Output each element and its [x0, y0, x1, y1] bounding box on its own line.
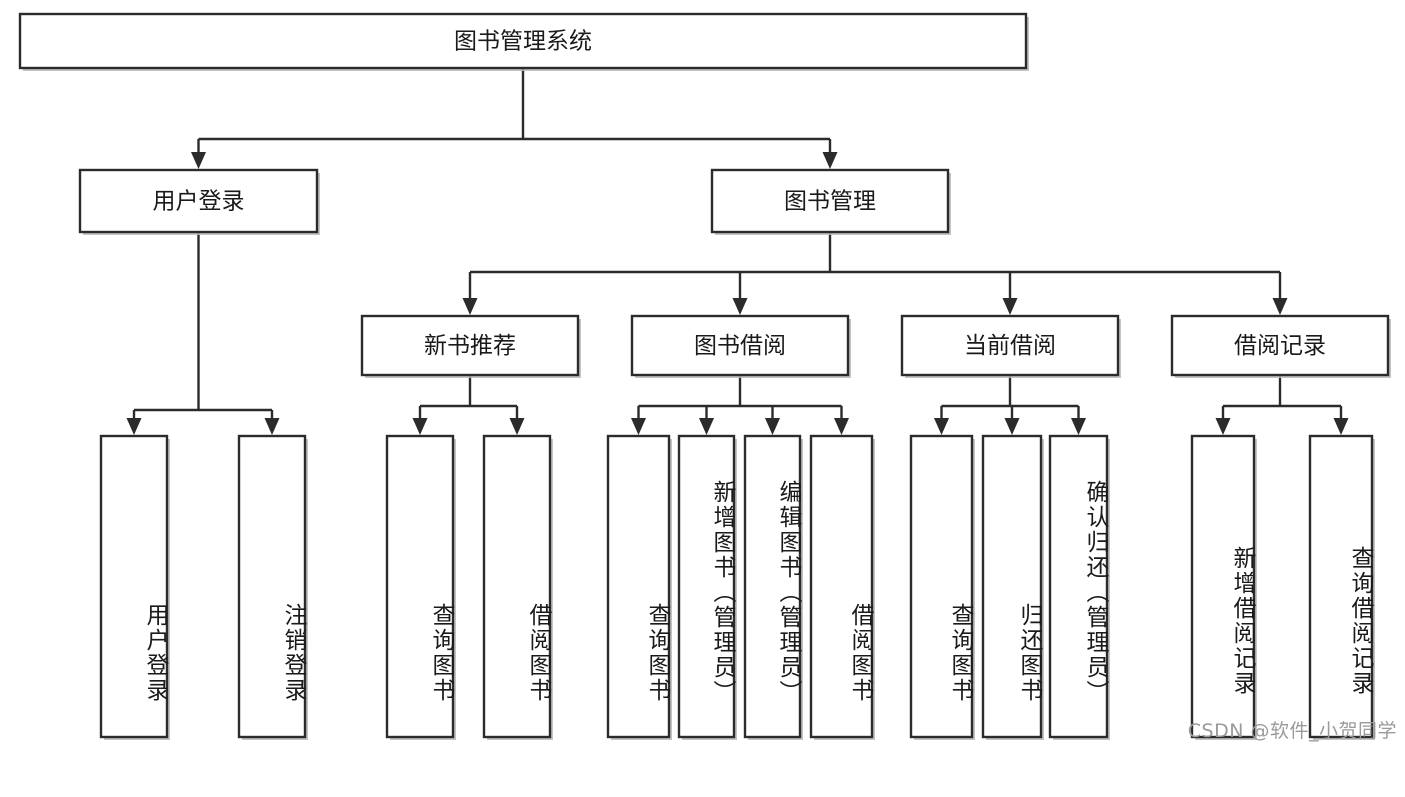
connector-lines: [126, 68, 1349, 435]
node-leaf-user-login[interactable]: [99, 434, 170, 740]
node-new-book-rec[interactable]: 新书推荐: [360, 314, 581, 378]
arrow-head-leaf-query-book-2: [631, 418, 646, 435]
node-leaf-add-book[interactable]: [677, 434, 737, 740]
node-leaf-add-record[interactable]: [1190, 434, 1257, 740]
arrow-head-leaf-logout: [264, 418, 280, 435]
node-rect-leaf-edit-book[interactable]: [743, 434, 802, 739]
arrow-head-leaf-query-record: [1333, 418, 1349, 435]
node-rect-book-manage[interactable]: [710, 168, 950, 234]
diagram-root: 图书管理系统用户登录图书管理新书推荐图书借阅当前借阅借阅记录 用户登录注销登录查…: [18, 12, 1397, 742]
node-rect-leaf-borrow-book-1[interactable]: [482, 434, 552, 739]
arrow-head-user-login: [191, 152, 206, 169]
node-book-manage[interactable]: 图书管理: [710, 168, 951, 235]
arrow-head-leaf-borrow-book-2: [834, 418, 849, 435]
node-rect-leaf-query-book-2[interactable]: [606, 434, 671, 739]
node-root[interactable]: 图书管理系统: [18, 12, 1029, 71]
node-rect-leaf-logout[interactable]: [237, 434, 307, 739]
node-book-borrow[interactable]: 图书借阅: [630, 314, 851, 378]
node-rect-user-login[interactable]: [78, 168, 319, 234]
node-rect-current-borrow[interactable]: [900, 314, 1120, 377]
node-label-user-login: 用户登录: [153, 189, 245, 215]
node-borrow-record[interactable]: 借阅记录: [1170, 314, 1391, 378]
node-current-borrow[interactable]: 当前借阅: [900, 314, 1121, 378]
node-rect-leaf-borrow-book-2[interactable]: [809, 434, 874, 739]
arrow-head-borrow-record: [1272, 298, 1288, 315]
node-label-borrow-record: 借阅记录: [1234, 333, 1326, 359]
node-rect-leaf-add-record[interactable]: [1190, 434, 1256, 739]
node-label-root: 图书管理系统: [454, 29, 592, 55]
arrow-head-leaf-user-login: [126, 418, 142, 435]
node-rect-new-book-rec[interactable]: [360, 314, 580, 377]
node-label-new-book-rec: 新书推荐: [424, 333, 516, 359]
arrow-head-new-book-rec: [462, 298, 478, 315]
node-label-book-borrow: 图书借阅: [694, 333, 786, 359]
arrow-head-leaf-query-book-1: [412, 418, 428, 435]
node-rect-leaf-confirm-return[interactable]: [1048, 434, 1109, 739]
arrow-head-leaf-confirm-return: [1071, 418, 1086, 435]
arrow-head-leaf-query-book-3: [934, 418, 949, 435]
arrow-head-book-borrow: [732, 298, 748, 315]
arrow-head-book-manage: [822, 152, 838, 169]
arrow-head-leaf-add-record: [1215, 418, 1231, 435]
node-label-book-manage: 图书管理: [784, 189, 876, 215]
node-leaf-borrow-book-2[interactable]: [809, 434, 875, 740]
node-rect-leaf-return-book[interactable]: [981, 434, 1043, 739]
node-leaf-query-book-1[interactable]: [385, 434, 456, 740]
arrow-head-current-borrow: [1002, 298, 1018, 315]
node-rect-leaf-user-login[interactable]: [99, 434, 169, 739]
node-leaf-edit-book[interactable]: [743, 434, 803, 740]
node-rect-book-borrow[interactable]: [630, 314, 850, 377]
node-leaf-return-book[interactable]: [981, 434, 1044, 740]
node-leaf-query-record[interactable]: [1308, 434, 1375, 740]
node-rect-root[interactable]: [18, 12, 1028, 70]
arrow-head-leaf-add-book: [699, 418, 714, 435]
watermark-text: CSDN @软件_小贺同学: [1187, 720, 1397, 742]
arrow-head-leaf-borrow-book-1: [509, 418, 525, 435]
node-rect-leaf-query-book-1[interactable]: [385, 434, 455, 739]
node-leaf-confirm-return[interactable]: [1048, 434, 1110, 740]
node-rect-leaf-query-record[interactable]: [1308, 434, 1374, 739]
node-leaf-borrow-book-1[interactable]: [482, 434, 553, 740]
node-leaf-logout[interactable]: [237, 434, 308, 740]
node-rect-leaf-query-book-3[interactable]: [909, 434, 974, 739]
arrow-head-leaf-return-book: [1004, 418, 1020, 435]
node-label-current-borrow: 当前借阅: [964, 333, 1056, 359]
node-rect-leaf-add-book[interactable]: [677, 434, 736, 739]
node-leaf-query-book-3[interactable]: [909, 434, 975, 740]
node-leaf-query-book-2[interactable]: [606, 434, 672, 740]
node-user-login[interactable]: 用户登录: [78, 168, 320, 235]
arrow-head-leaf-edit-book: [765, 418, 780, 435]
node-rect-borrow-record[interactable]: [1170, 314, 1390, 377]
